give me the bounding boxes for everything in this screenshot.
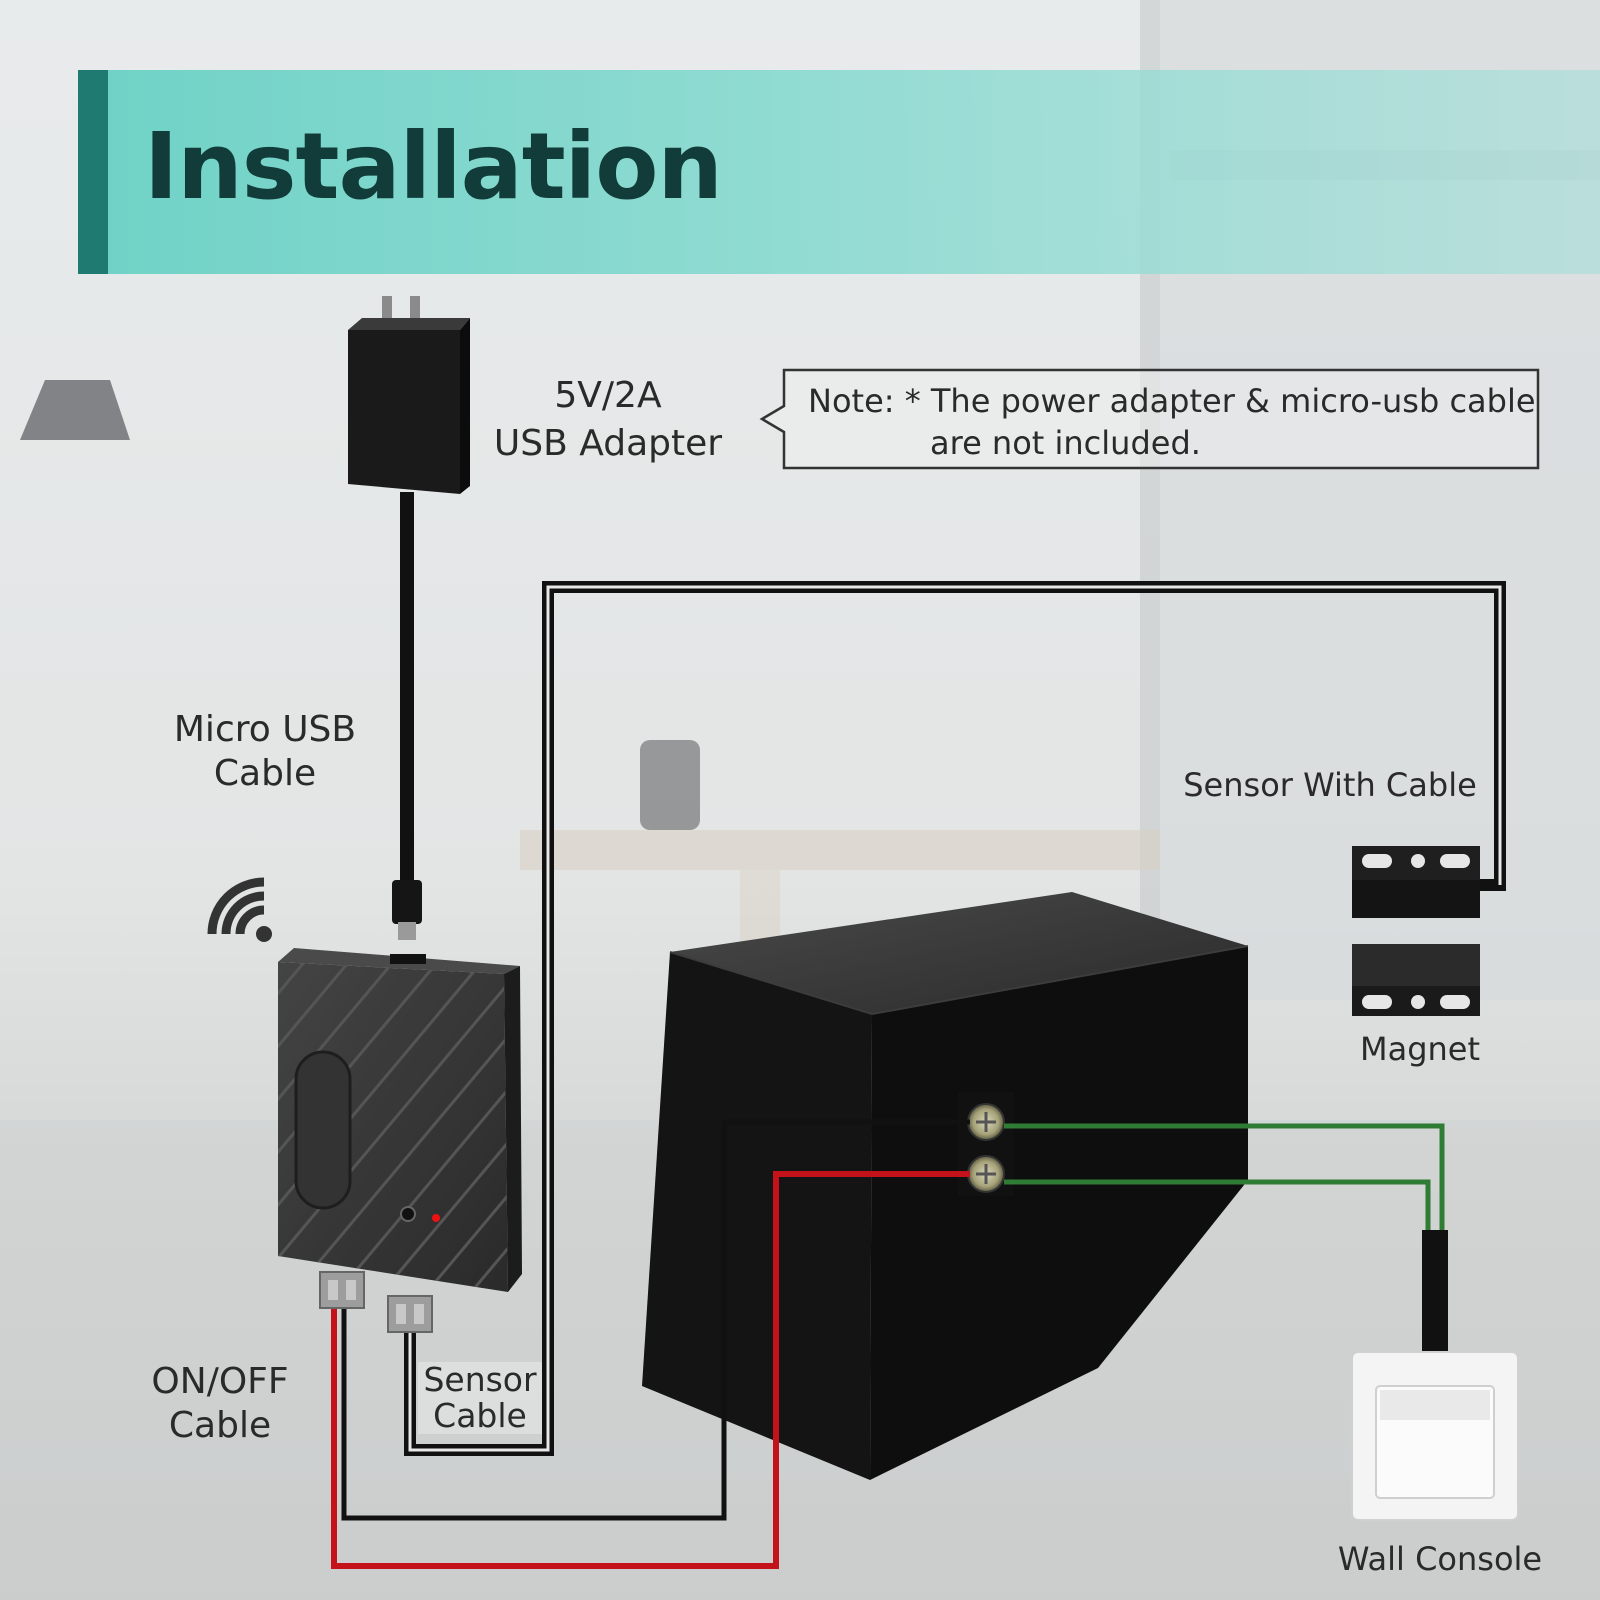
sensor-cable-label-line1: Sensor — [423, 1360, 537, 1399]
device-button — [294, 1050, 352, 1210]
title-banner-accent — [78, 70, 108, 274]
garage-opener-box-icon — [642, 892, 1249, 1480]
adapter-label-line2: USB Adapter — [493, 423, 723, 464]
onoff-label-line1: ON/OFF — [151, 1361, 289, 1402]
micro-usb-label: Micro USB Cable — [150, 708, 380, 796]
magnet-label: Magnet — [1359, 1030, 1481, 1068]
status-led — [432, 1214, 440, 1222]
adapter-label-line1: 5V/2A — [554, 375, 662, 416]
onoff-label-line2: Cable — [168, 1405, 272, 1446]
page-title: Installation — [144, 113, 723, 220]
micro-usb-label-line1: Micro USB — [173, 709, 357, 750]
controller-device-icon — [278, 948, 522, 1292]
micro-usb-label-line2: Cable — [213, 753, 317, 794]
sensor-with-cable-label: Sensor With Cable — [1183, 766, 1477, 804]
usb-adapter-icon — [348, 296, 470, 494]
sensor-cable-label-line2: Cable — [433, 1396, 527, 1435]
note-line2: are not included. — [930, 424, 1201, 462]
onoff-cable-label: ON/OFF Cable — [130, 1360, 310, 1448]
wall-console-green-wires — [1004, 1123, 1445, 1232]
magnet-icon — [1352, 944, 1480, 1016]
terminal-block — [958, 1092, 1014, 1196]
wall-console-cable — [1422, 1230, 1448, 1354]
reset-button — [400, 1206, 416, 1222]
wall-console-label: Wall Console — [1337, 1540, 1543, 1578]
title-banner — [78, 70, 1600, 274]
onoff-connector — [319, 1271, 365, 1309]
wall-switch-icon — [1351, 1351, 1519, 1521]
sensor-cable-wire-highlight — [408, 585, 1502, 1452]
wifi-icon — [207, 877, 272, 942]
note-callout — [759, 368, 1540, 470]
sensor-connector — [387, 1295, 433, 1333]
micro-usb-cable — [392, 492, 422, 940]
onoff-cable-red-wire — [331, 1171, 970, 1569]
sensor-icon — [1352, 846, 1480, 918]
note-text: Note: * The power adapter & micro-usb ca… — [808, 380, 1536, 464]
adapter-label: 5V/2A USB Adapter — [478, 372, 738, 468]
sensor-cable-label: Sensor Cable — [418, 1362, 542, 1434]
onoff-cable-black-wire — [341, 1119, 970, 1521]
note-line1: Note: * The power adapter & micro-usb ca… — [808, 382, 1536, 420]
